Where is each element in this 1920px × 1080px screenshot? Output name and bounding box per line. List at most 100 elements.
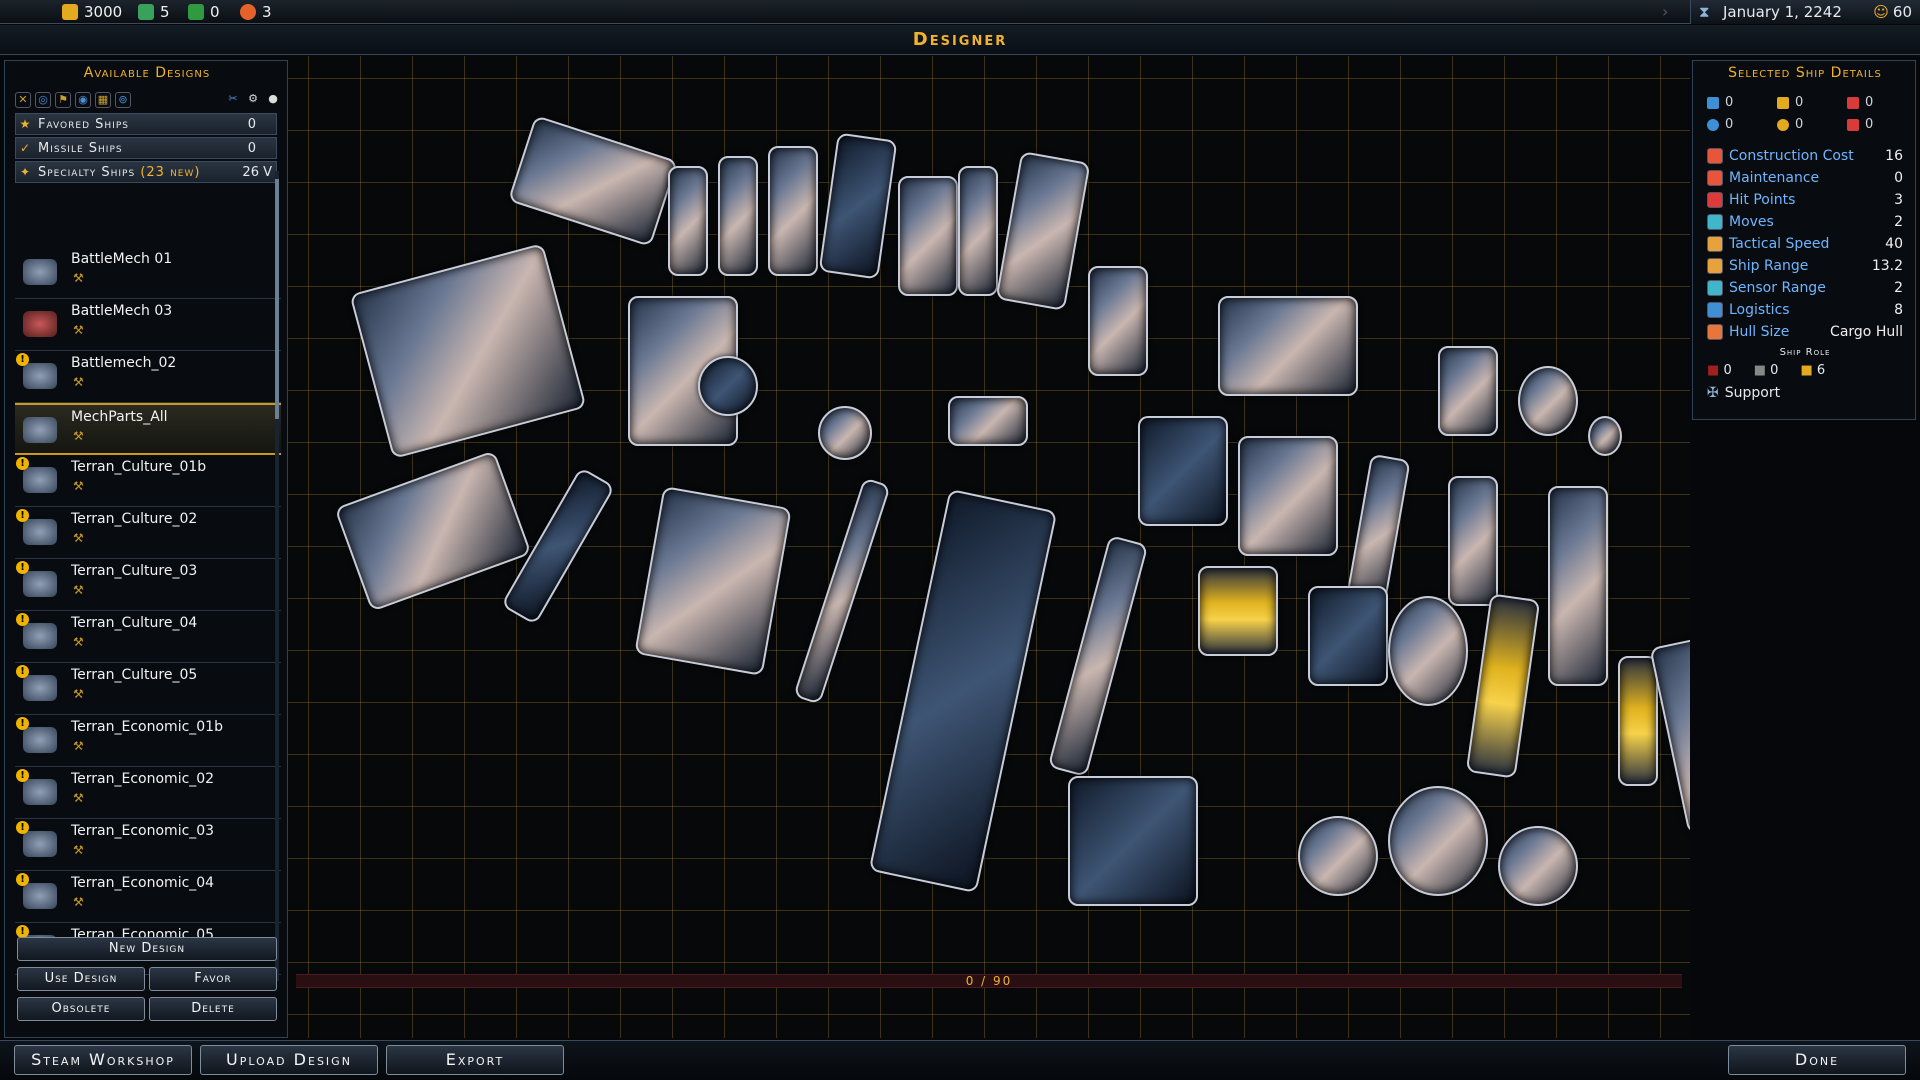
- design-list-item[interactable]: !Terran_Economic_04⚒: [15, 871, 281, 923]
- ship-part[interactable]: [1088, 266, 1148, 376]
- done-button[interactable]: Done: [1728, 1045, 1906, 1075]
- influence-resource[interactable]: 0: [188, 3, 220, 21]
- stat-icon: [1707, 280, 1723, 296]
- filter-weapons-icon[interactable]: ✕: [15, 92, 31, 108]
- design-list-item[interactable]: !Terran_Culture_03⚒: [15, 559, 281, 611]
- ship-part[interactable]: [698, 356, 758, 416]
- page-title: Designer: [912, 29, 1008, 50]
- stat-label: Hit Points: [1729, 192, 1796, 208]
- ship-part[interactable]: [1588, 416, 1622, 456]
- ship-part[interactable]: [1298, 816, 1378, 896]
- ship-part[interactable]: [868, 488, 1058, 894]
- stat-icon: [1707, 236, 1723, 252]
- ship-part[interactable]: [1618, 656, 1658, 786]
- ship-thumbnail-icon: [23, 363, 57, 389]
- design-list-item[interactable]: !Terran_Economic_02⚒: [15, 767, 281, 819]
- ship-part[interactable]: [1498, 826, 1578, 906]
- favor-button[interactable]: Favor: [149, 967, 277, 991]
- stat-icon: [1707, 170, 1723, 186]
- ship-part[interactable]: [1518, 366, 1578, 436]
- ship-part[interactable]: [507, 115, 679, 247]
- top-resource-bar: 3000 5 0 3 › ⧗ January 1, 2242 ☺ 60: [0, 0, 1920, 24]
- population-resource[interactable]: 3: [240, 3, 272, 21]
- role-badge-icon: ⚒: [73, 583, 84, 597]
- delete-button[interactable]: Delete: [149, 997, 277, 1021]
- design-list-item[interactable]: !Terran_Culture_04⚒: [15, 611, 281, 663]
- ship-part[interactable]: [818, 132, 898, 280]
- chevron-right-icon[interactable]: ›: [1662, 2, 1669, 21]
- ship-part[interactable]: [1388, 596, 1468, 706]
- design-list-item[interactable]: !Battlemech_02⚒: [15, 351, 281, 403]
- ship-part[interactable]: [668, 166, 708, 276]
- point-defense-icon: [1777, 118, 1789, 131]
- use-design-button[interactable]: Use Design: [17, 967, 145, 991]
- design-list-item[interactable]: !Terran_Economic_01b⚒: [15, 715, 281, 767]
- category-specialty-ships[interactable]: ✦ Specialty Ships (23 new) 26 V: [15, 161, 277, 183]
- filter-sensor-icon[interactable]: ◉: [75, 92, 91, 108]
- ship-part[interactable]: [718, 156, 758, 276]
- ship-part[interactable]: [948, 396, 1028, 446]
- filter-defense-icon[interactable]: ◎: [35, 92, 51, 108]
- gear-icon[interactable]: ⚙: [248, 92, 258, 105]
- ship-part[interactable]: [349, 243, 587, 459]
- date-box[interactable]: ⧗ January 1, 2242 ☺ 60: [1690, 0, 1920, 24]
- scroll-thumb[interactable]: [275, 179, 279, 419]
- filter-engine-icon[interactable]: ⚑: [55, 92, 71, 108]
- ship-part[interactable]: [995, 151, 1091, 311]
- user-icon[interactable]: ●: [268, 92, 278, 105]
- tools-icon[interactable]: ✂: [228, 92, 238, 105]
- warning-icon: !: [16, 665, 29, 678]
- obsolete-button[interactable]: Obsolete: [17, 997, 145, 1021]
- category-favored-ships[interactable]: ★ Favored Ships 0: [15, 113, 277, 135]
- design-viewport[interactable]: [288, 56, 1690, 1038]
- design-list-item[interactable]: !Terran_Culture_02⚒: [15, 507, 281, 559]
- ship-part[interactable]: [1465, 593, 1541, 779]
- design-list-item[interactable]: BattleMech 01⚒: [15, 247, 281, 299]
- ship-thumbnail-icon: [23, 883, 57, 909]
- ship-part[interactable]: [1548, 486, 1608, 686]
- ship-part[interactable]: [1238, 436, 1338, 556]
- design-list-item[interactable]: MechParts_All⚒: [15, 403, 281, 455]
- design-list-item[interactable]: BattleMech 03⚒: [15, 299, 281, 351]
- ship-part[interactable]: [334, 450, 532, 612]
- support-role-icon: ■: [1800, 363, 1813, 378]
- design-list-item[interactable]: !Terran_Culture_01b⚒: [15, 455, 281, 507]
- filter-special-icon[interactable]: ⊚: [115, 92, 131, 108]
- steam-workshop-button[interactable]: Steam Workshop: [14, 1045, 192, 1075]
- design-list-item[interactable]: !Terran_Culture_05⚒: [15, 663, 281, 715]
- ship-part[interactable]: [634, 486, 792, 676]
- scrollbar[interactable]: [275, 171, 279, 981]
- ship-part[interactable]: [1308, 586, 1388, 686]
- credits-resource[interactable]: 3000: [62, 3, 122, 21]
- approval-rating[interactable]: ☺ 60: [1873, 3, 1912, 21]
- stat-value: 13.2: [1871, 258, 1903, 274]
- ship-part[interactable]: [1438, 346, 1498, 436]
- category-missile-ships[interactable]: ✓ Missile Ships 0: [15, 137, 277, 159]
- smiley-icon: ☺: [1873, 3, 1889, 21]
- design-list-item[interactable]: !Terran_Economic_03⚒: [15, 819, 281, 871]
- support-icon: ✠: [1707, 385, 1719, 401]
- design-name: Terran_Culture_02: [71, 511, 198, 527]
- ship-part[interactable]: [1047, 534, 1149, 778]
- new-design-button[interactable]: New Design: [17, 937, 277, 961]
- filter-utility-icon[interactable]: ▦: [95, 92, 111, 108]
- ship-part[interactable]: [818, 406, 872, 460]
- ship-part[interactable]: [1448, 476, 1498, 606]
- research-resource[interactable]: 5: [138, 3, 170, 21]
- kinetic-icon: [1777, 96, 1789, 109]
- ship-part[interactable]: [793, 477, 891, 705]
- export-button[interactable]: Export: [386, 1045, 564, 1075]
- ship-part[interactable]: [1388, 786, 1488, 896]
- role-badge-icon: ⚒: [73, 635, 84, 649]
- ship-part[interactable]: [1218, 296, 1358, 396]
- ship-part[interactable]: [1138, 416, 1228, 526]
- ship-part[interactable]: [958, 166, 998, 296]
- upload-design-button[interactable]: Upload Design: [200, 1045, 378, 1075]
- ship-thumbnail-icon: [23, 259, 57, 285]
- design-name: Terran_Culture_04: [71, 615, 198, 631]
- ship-part[interactable]: [1068, 776, 1198, 906]
- ship-part[interactable]: [1198, 566, 1278, 656]
- ship-part[interactable]: [898, 176, 958, 296]
- ship-part[interactable]: [768, 146, 818, 276]
